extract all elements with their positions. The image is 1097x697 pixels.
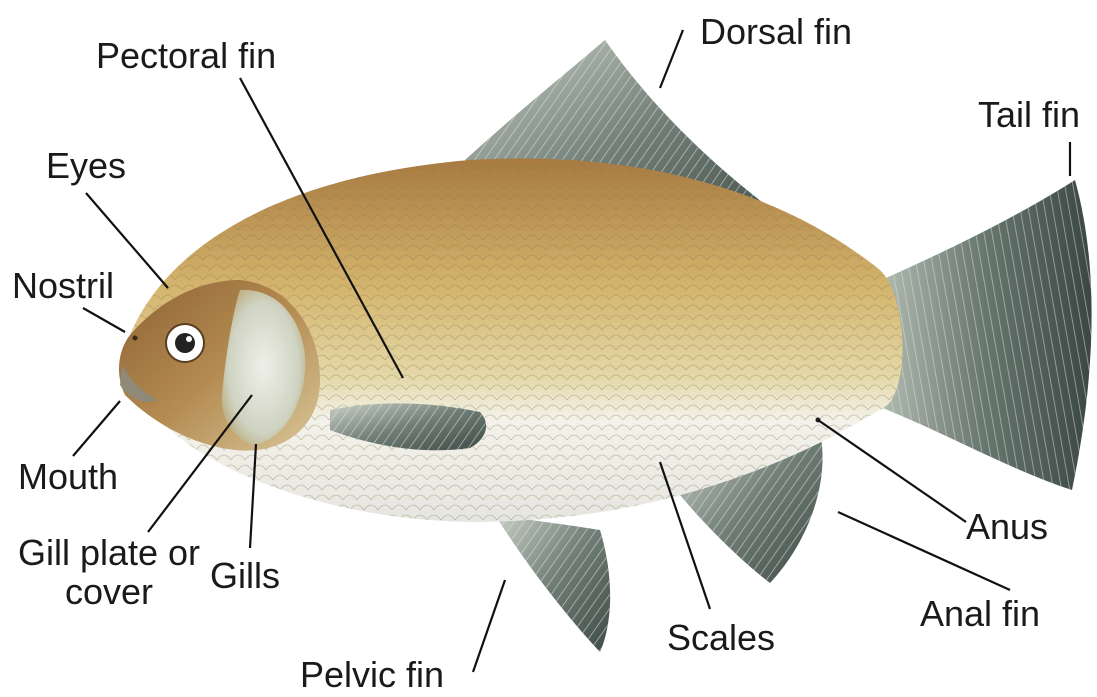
label-pelvic-fin: Pelvic fin	[300, 657, 444, 693]
leader-nostril	[83, 308, 125, 332]
label-anus: Anus	[966, 509, 1048, 545]
label-mouth: Mouth	[18, 459, 118, 495]
label-tail-fin: Tail fin	[978, 97, 1080, 133]
pelvic-fin-shape	[495, 515, 610, 652]
label-gills: Gills	[210, 558, 280, 594]
leader-anus	[818, 420, 966, 522]
label-pectoral-fin: Pectoral fin	[96, 38, 276, 74]
eye-icon	[166, 324, 204, 362]
label-scales: Scales	[667, 620, 775, 656]
label-dorsal-fin: Dorsal fin	[700, 14, 852, 50]
leader-pelvic-fin	[473, 580, 505, 672]
leader-dorsal-fin	[660, 30, 683, 88]
label-nostril: Nostril	[12, 268, 114, 304]
nostril-dot	[133, 336, 138, 341]
label-eyes: Eyes	[46, 148, 126, 184]
tail-fin-shape	[870, 180, 1092, 490]
label-anal-fin: Anal fin	[920, 596, 1040, 632]
label-gill-plate: Gill plate or cover	[14, 534, 204, 612]
leader-mouth	[73, 401, 120, 456]
